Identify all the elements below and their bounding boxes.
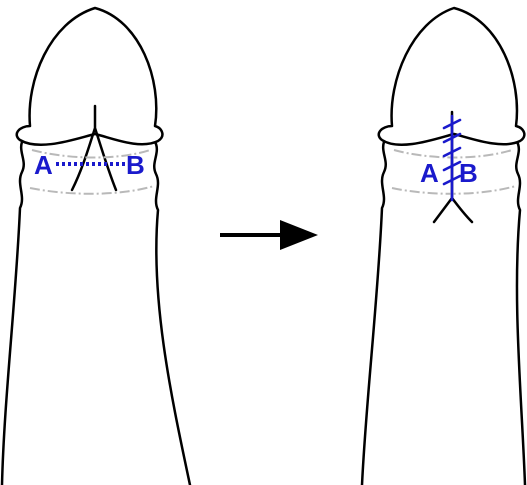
transition-arrow xyxy=(220,220,318,250)
after-label-b: B xyxy=(459,158,478,188)
after-label-a: A xyxy=(420,158,439,188)
after-guide-line-lower xyxy=(392,186,516,194)
before-guide-line-lower xyxy=(30,186,154,194)
before-label-b: B xyxy=(126,150,145,180)
after-illustration: A B xyxy=(362,8,525,485)
before-shaft-outline xyxy=(2,138,190,485)
before-glans-outline xyxy=(17,8,163,145)
before-label-a: A xyxy=(34,150,53,180)
before-illustration: A B xyxy=(2,8,190,485)
arrow-head xyxy=(280,220,318,250)
